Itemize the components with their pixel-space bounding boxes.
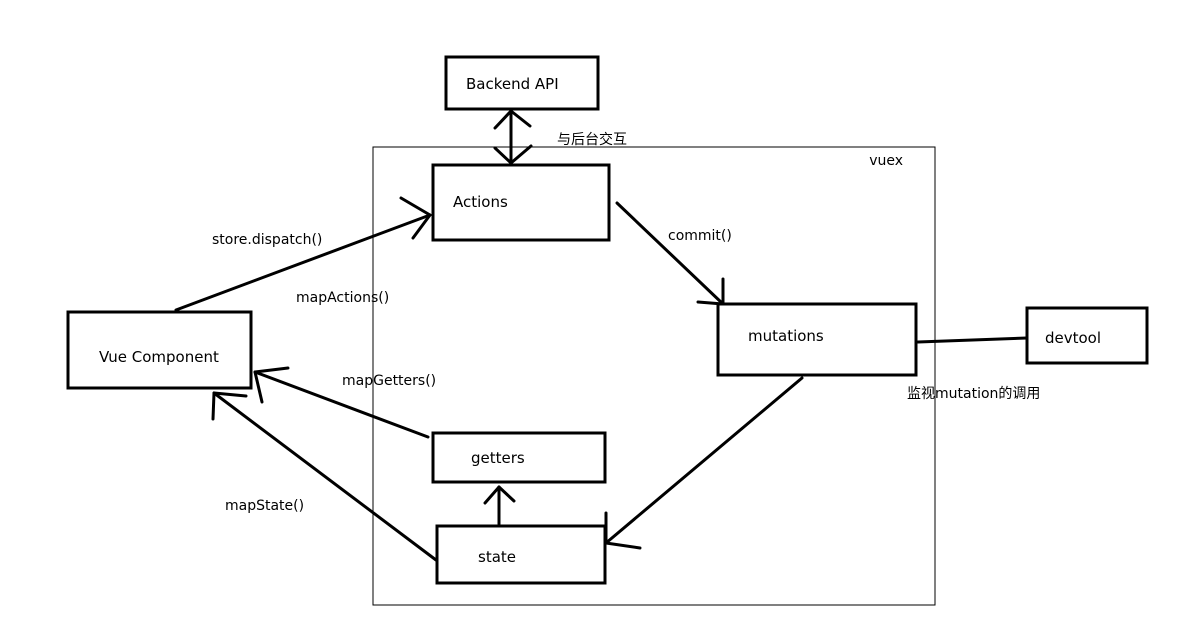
getters-label: getters xyxy=(471,449,525,467)
state-label: state xyxy=(478,548,516,566)
vue-component-box xyxy=(66,310,253,390)
dispatch-arrow xyxy=(174,196,432,312)
devtool-box xyxy=(1025,306,1149,365)
actions-box xyxy=(431,163,611,242)
state-box xyxy=(435,524,607,585)
map-state-arrow xyxy=(211,391,438,562)
getters-box xyxy=(431,431,607,484)
devtool-watch-label: 监视mutation的调用 xyxy=(907,386,1040,402)
dispatch-label: store.dispatch() xyxy=(212,232,322,248)
mutations-state-arrow xyxy=(604,376,804,550)
map-actions-label: mapActions() xyxy=(296,290,389,306)
backend-api-label: Backend API xyxy=(466,75,559,93)
map-getters-arrow xyxy=(253,366,430,439)
actions-label: Actions xyxy=(453,193,508,211)
state-getters-arrow xyxy=(483,485,516,526)
devtool-connector xyxy=(916,336,1029,344)
mutations-box xyxy=(716,302,918,377)
map-state-label: mapState() xyxy=(225,498,304,514)
commit-label: commit() xyxy=(668,228,732,244)
vue-component-label: Vue Component xyxy=(99,348,219,366)
commit-arrow xyxy=(615,201,725,306)
backend-actions-arrow xyxy=(493,109,533,165)
mutations-label: mutations xyxy=(748,327,824,345)
backend-interaction-label: 与后台交互 xyxy=(557,131,627,148)
map-getters-label: mapGetters() xyxy=(342,373,436,389)
vuex-container-label: vuex xyxy=(869,153,903,169)
devtool-label: devtool xyxy=(1045,329,1101,347)
backend-api-box xyxy=(444,55,600,111)
vuex-container xyxy=(372,146,936,606)
